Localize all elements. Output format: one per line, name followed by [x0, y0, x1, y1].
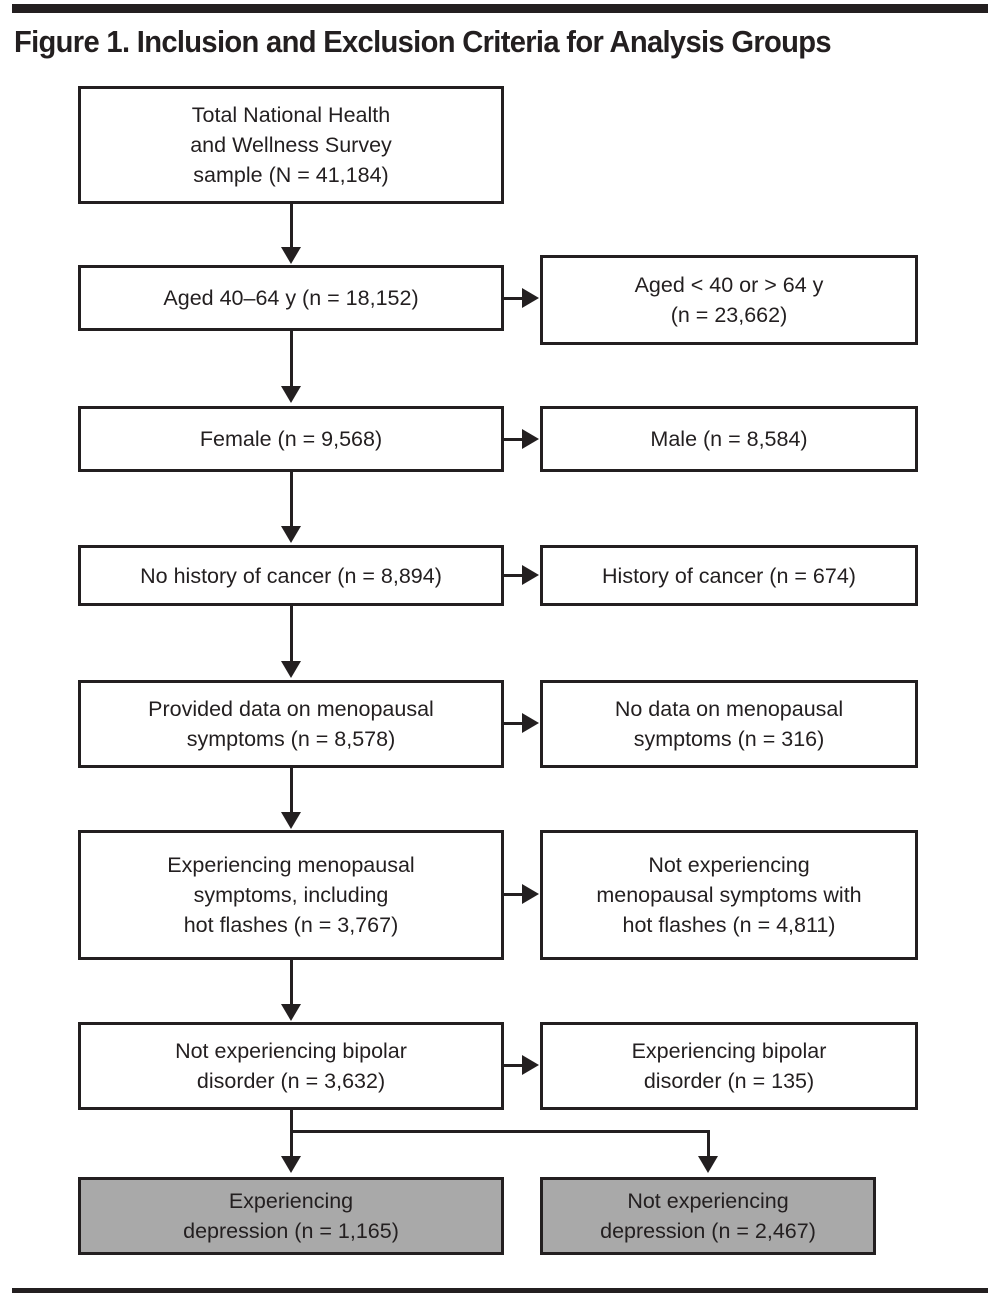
node-total-sample: Total National Health and Wellness Surve…	[78, 86, 504, 204]
top-rule	[12, 4, 988, 13]
arrowhead-menopausal-to-nodata	[522, 713, 539, 733]
node-female-label: Female (n = 9,568)	[199, 427, 383, 451]
arrowhead-cancer-to-menopausal	[281, 661, 301, 678]
node-experiencing-hot-flashes-label: Experiencing menopausal symptoms, includ…	[167, 853, 415, 937]
connector-cancer-to-history	[504, 574, 525, 577]
node-no-menopausal-data-label: No data on menopausal symptoms (n = 316)	[614, 697, 844, 751]
figure-title: Figure 1. Inclusion and Exclusion Criter…	[14, 25, 832, 59]
node-male: Male (n = 8,584)	[540, 406, 918, 472]
node-aged-excluded-label: Aged < 40 or > 64 y (n = 23,662)	[634, 273, 824, 327]
arrowhead-aged-to-excluded	[522, 288, 539, 308]
node-no-history-cancer: No history of cancer (n = 8,894)	[78, 545, 504, 606]
node-history-cancer: History of cancer (n = 674)	[540, 545, 918, 606]
node-no-menopausal-data: No data on menopausal symptoms (n = 316)	[540, 680, 918, 768]
node-not-experiencing-depression-label: Not experiencing depression (n = 2,467)	[600, 1189, 816, 1243]
node-aged-40-64: Aged 40–64 y (n = 18,152)	[78, 265, 504, 331]
connector-female-to-cancer	[290, 472, 293, 527]
node-provided-menopausal-data-label: Provided data on menopausal symptoms (n …	[148, 697, 434, 751]
node-male-label: Male (n = 8,584)	[650, 427, 808, 451]
connector-total-to-aged	[290, 204, 293, 251]
node-not-bipolar-label: Not experiencing bipolar disorder (n = 3…	[175, 1039, 407, 1093]
node-bipolar: Experiencing bipolar disorder (n = 135)	[540, 1022, 918, 1110]
node-not-bipolar: Not experiencing bipolar disorder (n = 3…	[78, 1022, 504, 1110]
connector-female-to-male	[504, 438, 525, 441]
connector-cancer-to-menopausal	[290, 606, 293, 664]
node-no-history-cancer-label: No history of cancer (n = 8,894)	[140, 563, 442, 588]
node-not-experiencing-hot-flashes-label: Not experiencing menopausal symptoms wit…	[596, 853, 862, 937]
arrowhead-hotflashes-to-nothotflashes	[522, 884, 539, 904]
bottom-rule	[12, 1288, 988, 1293]
arrowhead-to-experiencing-depression	[281, 1156, 301, 1173]
connector-branch-horizontal	[290, 1130, 710, 1133]
arrowhead-total-to-aged	[281, 247, 301, 264]
arrowhead-female-to-cancer	[281, 526, 301, 543]
connector-aged-to-female	[290, 331, 293, 387]
arrowhead-aged-to-female	[281, 386, 301, 403]
node-not-experiencing-hot-flashes: Not experiencing menopausal symptoms wit…	[540, 830, 918, 960]
connector-hotflashes-to-bipolar	[290, 960, 293, 1007]
arrowhead-to-not-experiencing-depression	[698, 1156, 718, 1173]
node-aged-excluded: Aged < 40 or > 64 y (n = 23,662)	[540, 255, 918, 345]
connector-bipolar-trunk	[290, 1110, 293, 1159]
connector-notbipolar-to-bipolar	[504, 1064, 525, 1067]
connector-hotflashes-to-nothotflashes	[504, 893, 525, 896]
node-not-experiencing-depression: Not experiencing depression (n = 2,467)	[540, 1177, 876, 1255]
connector-menopausal-to-hotflashes	[290, 768, 293, 815]
connector-menopausal-to-nodata	[504, 722, 525, 725]
node-aged-40-64-label: Aged 40–64 y (n = 18,152)	[163, 286, 419, 310]
arrowhead-menopausal-to-hotflashes	[281, 812, 301, 829]
node-history-cancer-label: History of cancer (n = 674)	[602, 563, 856, 588]
arrowhead-notbipolar-to-bipolar	[522, 1055, 539, 1075]
arrowhead-hotflashes-to-bipolar	[281, 1004, 301, 1021]
connector-aged-to-excluded	[504, 297, 525, 300]
node-total-sample-label: Total National Health and Wellness Surve…	[190, 103, 392, 187]
connector-branch-right-drop	[707, 1130, 710, 1159]
node-female: Female (n = 9,568)	[78, 406, 504, 472]
node-provided-menopausal-data: Provided data on menopausal symptoms (n …	[78, 680, 504, 768]
node-experiencing-depression: Experiencing depression (n = 1,165)	[78, 1177, 504, 1255]
node-bipolar-label: Experiencing bipolar disorder (n = 135)	[631, 1039, 827, 1093]
arrowhead-cancer-to-history	[522, 565, 539, 585]
node-experiencing-hot-flashes: Experiencing menopausal symptoms, includ…	[78, 830, 504, 960]
node-experiencing-depression-label: Experiencing depression (n = 1,165)	[183, 1189, 399, 1243]
arrowhead-female-to-male	[522, 429, 539, 449]
